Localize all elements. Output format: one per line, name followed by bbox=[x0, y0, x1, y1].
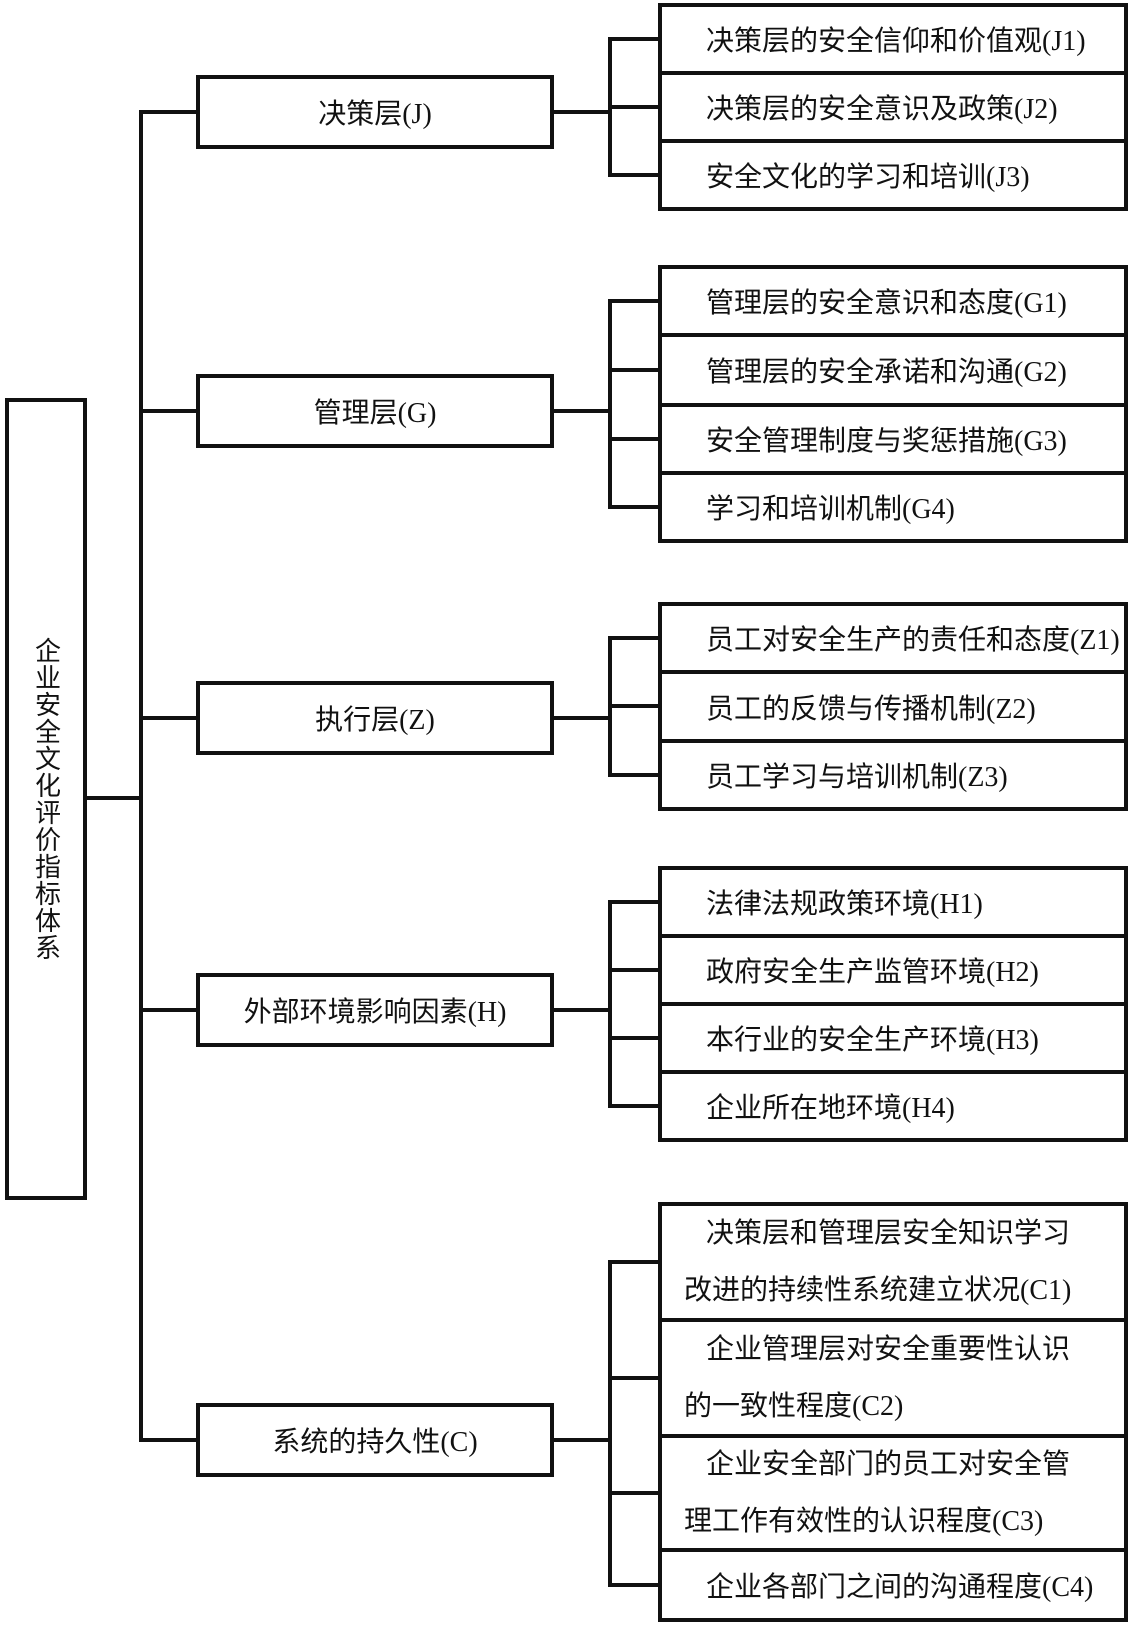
leaf-Z2: 员工的反馈与传播机制(Z2) bbox=[658, 670, 1128, 743]
leaf-Z3: 员工学习与培训机制(Z3) bbox=[658, 739, 1128, 811]
connector-stub-G2 bbox=[608, 368, 660, 372]
connector-stub-Z3 bbox=[608, 773, 660, 777]
connector-Z-out bbox=[552, 716, 612, 720]
leaf-J3: 安全文化的学习和培训(J3) bbox=[658, 139, 1128, 211]
connector-stub-Z bbox=[139, 716, 198, 720]
leaf-group-C: 决策层和管理层安全知识学习 改进的持续性系统建立状况(C1) 企业管理层对安全重… bbox=[658, 1202, 1128, 1622]
root-node: 企业安全文化评价指标体系 bbox=[5, 398, 87, 1200]
connector-G-out bbox=[552, 409, 612, 413]
leaf-C3: 企业安全部门的员工对安全管 理工作有效性的认识程度(C3) bbox=[658, 1434, 1128, 1552]
connector-stub-C2 bbox=[608, 1376, 660, 1380]
node-G: 管理层(G) bbox=[196, 374, 554, 448]
connector-stub-H4 bbox=[608, 1104, 660, 1108]
leaf-C2: 企业管理层对安全重要性认识 的一致性程度(C2) bbox=[658, 1318, 1128, 1438]
connector-stub-G3 bbox=[608, 437, 660, 441]
node-H: 外部环境影响因素(H) bbox=[196, 973, 554, 1047]
connector-stub-Z2 bbox=[608, 704, 660, 708]
connector-stub-G bbox=[139, 409, 198, 413]
leaf-G4: 学习和培训机制(G4) bbox=[658, 471, 1128, 543]
connector-G-spine bbox=[608, 299, 612, 509]
leaf-J1: 决策层的安全信仰和价值观(J1) bbox=[658, 3, 1128, 75]
connector-root-out bbox=[83, 796, 143, 800]
connector-H-spine bbox=[608, 900, 612, 1108]
connector-stub-H bbox=[139, 1008, 198, 1012]
node-Z: 执行层(Z) bbox=[196, 681, 554, 755]
leaf-H4: 企业所在地环境(H4) bbox=[658, 1070, 1128, 1142]
leaf-group-J: 决策层的安全信仰和价值观(J1) 决策层的安全意识及政策(J2) 安全文化的学习… bbox=[658, 3, 1128, 211]
connector-stub-J bbox=[139, 110, 198, 114]
leaf-Z1: 员工对安全生产的责任和态度(Z1) bbox=[658, 602, 1128, 674]
connector-stub-C4 bbox=[608, 1583, 660, 1587]
connector-stub-C1 bbox=[608, 1260, 660, 1264]
connector-H-out bbox=[552, 1008, 612, 1012]
node-J: 决策层(J) bbox=[196, 75, 554, 149]
leaf-G3: 安全管理制度与奖惩措施(G3) bbox=[658, 403, 1128, 475]
leaf-group-H: 法律法规政策环境(H1) 政府安全生产监管环境(H2) 本行业的安全生产环境(H… bbox=[658, 866, 1128, 1142]
root-node-label: 企业安全文化评价指标体系 bbox=[31, 637, 61, 961]
connector-stub-H3 bbox=[608, 1036, 660, 1040]
leaf-H1: 法律法规政策环境(H1) bbox=[658, 866, 1128, 938]
connector-root-spine bbox=[139, 110, 143, 1442]
leaf-group-Z: 员工对安全生产的责任和态度(Z1) 员工的反馈与传播机制(Z2) 员工学习与培训… bbox=[658, 602, 1128, 811]
connector-C-spine bbox=[608, 1260, 612, 1587]
leaf-J2: 决策层的安全意识及政策(J2) bbox=[658, 71, 1128, 143]
leaf-H3: 本行业的安全生产环境(H3) bbox=[658, 1002, 1128, 1074]
connector-stub-H1 bbox=[608, 900, 660, 904]
leaf-G1: 管理层的安全意识和态度(G1) bbox=[658, 265, 1128, 337]
connector-stub-C bbox=[139, 1438, 198, 1442]
connector-stub-G4 bbox=[608, 505, 660, 509]
connector-stub-G1 bbox=[608, 299, 660, 303]
node-C: 系统的持久性(C) bbox=[196, 1403, 554, 1477]
connector-J-out bbox=[552, 110, 612, 114]
connector-C-out bbox=[552, 1438, 612, 1442]
leaf-C1: 决策层和管理层安全知识学习 改进的持续性系统建立状况(C1) bbox=[658, 1202, 1128, 1322]
connector-stub-J1 bbox=[608, 37, 660, 41]
leaf-group-G: 管理层的安全意识和态度(G1) 管理层的安全承诺和沟通(G2) 安全管理制度与奖… bbox=[658, 265, 1128, 543]
leaf-C4: 企业各部门之间的沟通程度(C4) bbox=[658, 1548, 1128, 1622]
connector-stub-Z1 bbox=[608, 636, 660, 640]
connector-stub-J2 bbox=[608, 105, 660, 109]
connector-stub-J3 bbox=[608, 173, 660, 177]
connector-stub-C3 bbox=[608, 1491, 660, 1495]
leaf-H2: 政府安全生产监管环境(H2) bbox=[658, 934, 1128, 1006]
connector-stub-H2 bbox=[608, 968, 660, 972]
leaf-G2: 管理层的安全承诺和沟通(G2) bbox=[658, 333, 1128, 407]
